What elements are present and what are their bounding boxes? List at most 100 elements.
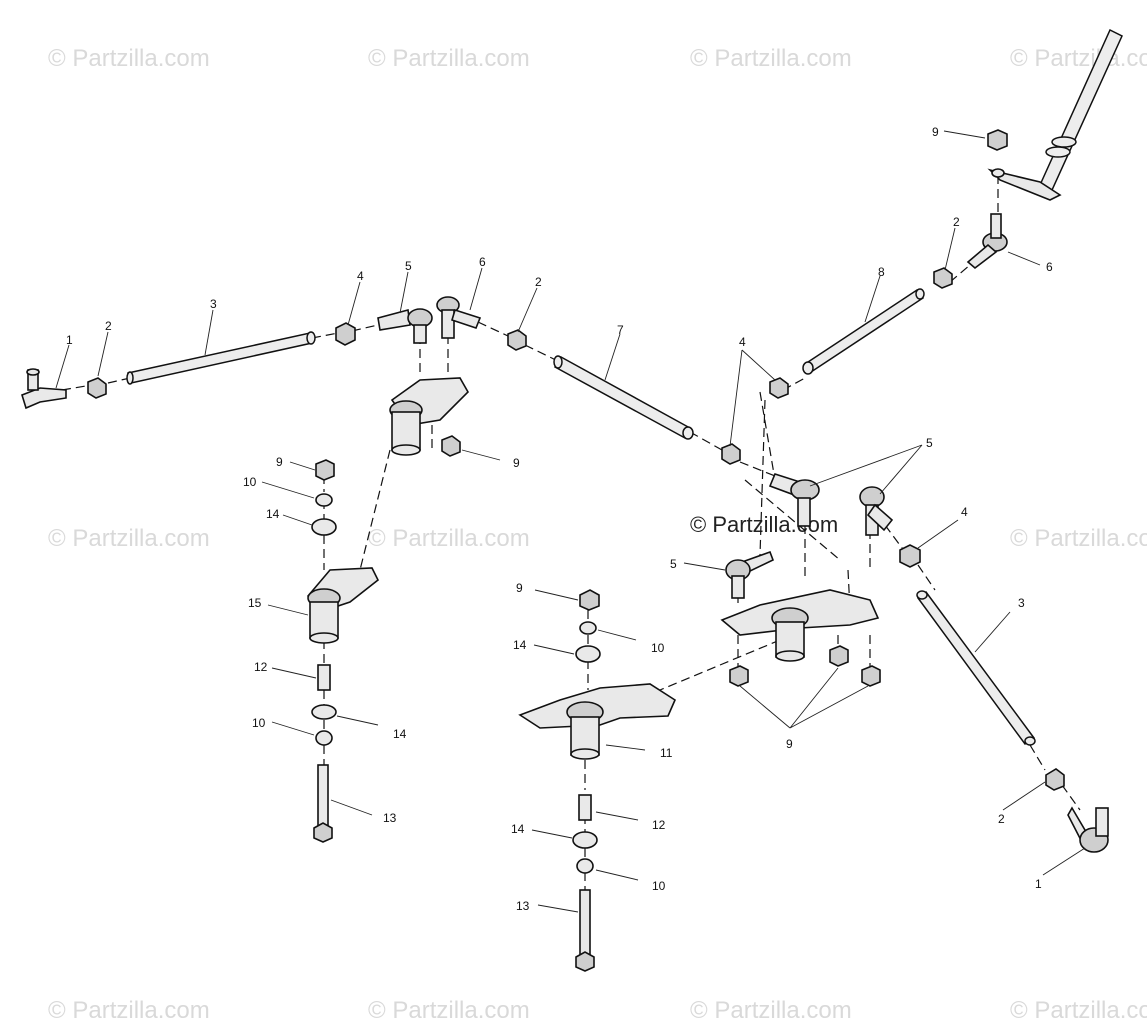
- watermark-text: © Partzilla.com: [1010, 997, 1147, 1023]
- callout-10-center-low: 10: [652, 879, 666, 893]
- rod-end-5-top: [377, 308, 433, 344]
- nuts-washers: [87, 129, 1065, 874]
- callout-12-center: 12: [652, 818, 666, 832]
- bushing-12-center: [578, 794, 592, 821]
- nut-9-mid: [441, 435, 461, 457]
- pitman-arm-top: [389, 377, 469, 456]
- callout-2-left: 2: [105, 319, 112, 333]
- callout-11: 11: [660, 746, 673, 760]
- nut-2-right-low: [1045, 768, 1065, 791]
- callout-9-top-right: 9: [932, 125, 939, 139]
- callout-8: 8: [878, 265, 885, 279]
- watermark-text: © Partzilla.com: [368, 997, 530, 1023]
- callout-2-right-low: 2: [998, 812, 1005, 826]
- callout-1-left: 1: [66, 333, 73, 347]
- callout-9-mid: 9: [513, 456, 520, 470]
- callout-5-right: 5: [926, 436, 933, 450]
- callout-2-top-right: 2: [953, 215, 960, 229]
- callout-10-left: 10: [243, 475, 257, 489]
- callout-13-center: 13: [516, 899, 530, 913]
- washer-14-center-low: [572, 831, 598, 849]
- callout-3-left: 3: [210, 297, 217, 311]
- watermark-text: © Partzilla.com: [48, 997, 210, 1023]
- leader-lines: [55, 130, 1086, 913]
- rod-end-6-right: [966, 213, 1008, 270]
- washer-10-center-low: [576, 858, 594, 874]
- watermarks: © Partzilla.com © Partzilla.com © Partzi…: [48, 45, 1147, 1023]
- callout-4-top: 4: [357, 269, 364, 283]
- callout-5-top: 5: [405, 259, 412, 273]
- nut-2-left: [87, 377, 107, 399]
- washer-10-center: [579, 621, 597, 635]
- tie-rod-end-left: [21, 368, 67, 410]
- watermark-text: © Partzilla.com: [1010, 45, 1147, 72]
- steering-column: [987, 28, 1123, 201]
- rod-3-left: [126, 331, 316, 385]
- watermark-text: © Partzilla.com: [368, 525, 530, 552]
- nut-9-top-right: [987, 129, 1008, 151]
- callout-9-left: 9: [276, 455, 283, 469]
- callout-9-center: 9: [516, 581, 523, 595]
- callout-10-left-low: 10: [252, 716, 266, 730]
- callout-2-mid: 2: [535, 275, 542, 289]
- callout-14-left: 14: [266, 507, 280, 521]
- nut-9-center: [579, 589, 600, 611]
- watermark-text: © Partzilla.com: [690, 45, 852, 72]
- nut-9-left: [315, 459, 335, 481]
- rod-end-5-center: [725, 550, 775, 599]
- nut-4-mid: [721, 443, 741, 465]
- nut-2-top-right: [933, 267, 953, 289]
- rod-3-right: [916, 590, 1036, 746]
- bushing-12-left: [317, 664, 331, 691]
- watermark-text: © Partzilla.com: [48, 525, 210, 552]
- bolt-13-left: [313, 764, 333, 843]
- rods: [126, 28, 1123, 746]
- nut-4-right: [899, 544, 921, 568]
- callout-3-right: 3: [1018, 596, 1025, 610]
- watermark-text: © Partzilla.com: [690, 997, 852, 1023]
- washer-14-left: [311, 518, 337, 536]
- watermark-text: © Partzilla.com: [48, 45, 210, 72]
- callout-1-right: 1: [1035, 877, 1042, 891]
- washer-10-left-low: [315, 730, 333, 746]
- nut-4-top: [335, 322, 356, 346]
- rod-8: [802, 288, 925, 375]
- watermark-text: © Partzilla.com: [1010, 525, 1147, 552]
- callout-6-right: 6: [1046, 260, 1053, 274]
- washer-10-left: [315, 493, 333, 507]
- arm-15: [306, 567, 380, 644]
- callout-9-group: 9: [786, 737, 793, 751]
- rod-end-5-far-right: [859, 486, 894, 536]
- callout-4-mid: 4: [739, 335, 746, 349]
- callout-6-top: 6: [479, 255, 486, 269]
- nut-9-group-c: [861, 665, 881, 687]
- callout-12-left: 12: [254, 660, 268, 674]
- callout-labels: 1 2 3 4 5 6 2 7 4 8 9 2 6 9 9 10 14 15 1…: [66, 125, 1053, 913]
- callout-14-center-low: 14: [511, 822, 525, 836]
- watermark-text: © Partzilla.com: [368, 45, 530, 72]
- callout-14-center: 14: [513, 638, 527, 652]
- rod-end-6-top: [436, 296, 482, 339]
- washer-14-center: [575, 645, 601, 663]
- callout-10-center: 10: [651, 641, 665, 655]
- nut-9-group-a: [729, 665, 749, 687]
- nut-9-group-b: [829, 645, 849, 667]
- callout-5-center: 5: [670, 557, 677, 571]
- nut-4-upper-right: [769, 377, 789, 399]
- callout-4-right: 4: [961, 505, 968, 519]
- arm-11: [518, 683, 677, 760]
- tie-rod-end-right: [1067, 806, 1109, 853]
- rod-7: [553, 355, 694, 440]
- assembly-lines: [61, 175, 1081, 890]
- arms-bushings-bolts: [306, 377, 880, 972]
- callout-15: 15: [248, 596, 262, 610]
- washer-14-left-low: [311, 704, 337, 720]
- center-watermark: © Partzilla.com: [690, 512, 838, 537]
- callout-14-left-low: 14: [393, 727, 407, 741]
- callout-7: 7: [617, 323, 624, 337]
- callout-13-left: 13: [383, 811, 397, 825]
- rod-ends: [21, 213, 1109, 853]
- idler-arm-right: [720, 589, 880, 662]
- bolt-13-center: [575, 889, 595, 972]
